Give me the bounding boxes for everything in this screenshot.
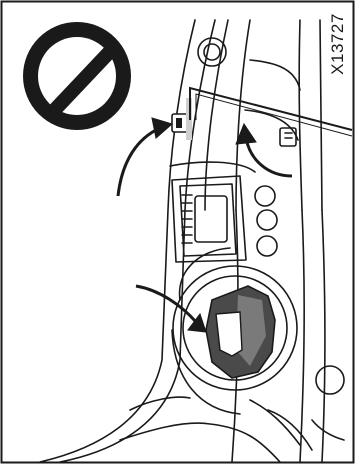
control-knob	[257, 236, 277, 256]
panel-line	[285, 133, 292, 138]
control-knob	[255, 186, 275, 206]
console-rail	[322, 210, 325, 462]
lower-panel	[250, 400, 300, 445]
vent-slats	[182, 195, 192, 243]
arrow-icon	[236, 124, 292, 176]
switch-key	[176, 118, 182, 128]
center-console	[170, 162, 255, 172]
leader-line	[196, 94, 352, 136]
seat-detail	[316, 366, 344, 394]
airbag-module	[206, 286, 275, 378]
seat-detail	[312, 420, 344, 440]
dashboard-outline	[299, 20, 302, 210]
display-screen	[195, 196, 227, 242]
air-vent	[204, 44, 220, 60]
lower-panel	[120, 423, 280, 462]
panel-line	[250, 60, 300, 90]
figure-code: X13727	[327, 4, 349, 84]
control-knob	[257, 210, 277, 230]
airbag-label-plate	[216, 312, 242, 356]
arrow-icon	[136, 286, 206, 332]
arrow-icon	[118, 118, 172, 196]
leader-line	[190, 88, 352, 130]
dashboard-outline	[320, 20, 322, 210]
prohibition-icon	[23, 22, 131, 130]
dashboard-outline	[236, 20, 250, 210]
figure-code-text: X13727	[328, 13, 348, 75]
console-rail	[300, 210, 304, 462]
